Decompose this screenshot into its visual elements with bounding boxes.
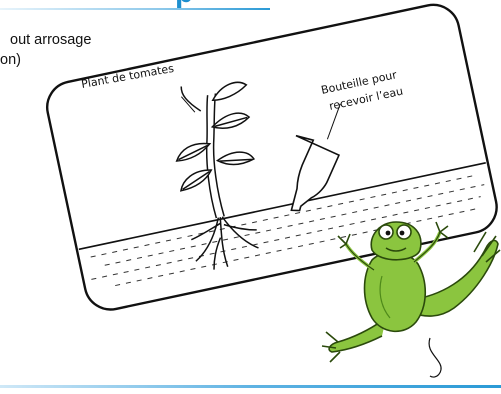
- frog-head: [371, 222, 421, 260]
- frog-body: [365, 252, 426, 331]
- card-frame: [42, 0, 501, 314]
- bottom-divider: [0, 385, 501, 388]
- frog-mascot-icon: [322, 222, 500, 377]
- frog-squiggle: [429, 338, 441, 377]
- illustration-card: [42, 0, 501, 314]
